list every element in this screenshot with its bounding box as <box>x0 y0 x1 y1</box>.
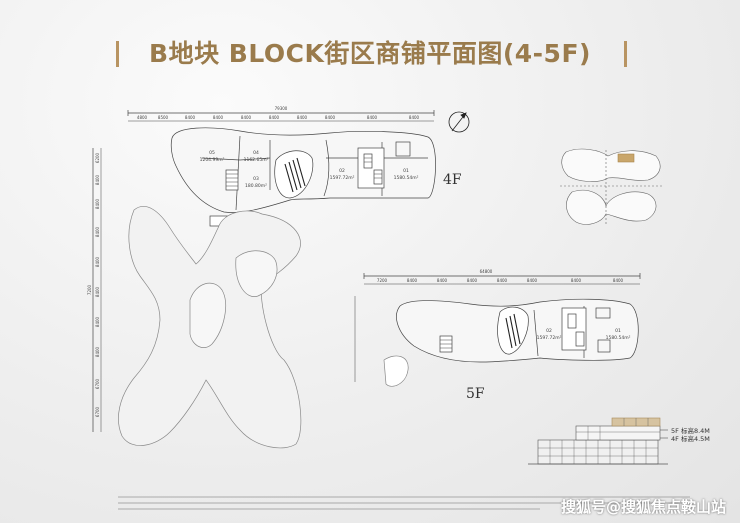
unit-4f-04-area: 1162.65m² <box>244 157 269 163</box>
plan-5f <box>354 273 641 387</box>
core-block-5f <box>561 307 587 351</box>
svg-text:8400: 8400 <box>297 115 308 120</box>
title-left-deco <box>116 41 119 67</box>
floor-label-4f: 4F <box>443 172 462 188</box>
svg-text:8400: 8400 <box>241 115 252 120</box>
escalator-5f <box>505 313 521 349</box>
watermark-text: 搜狐号@搜狐焦点鞍山站 <box>560 498 726 516</box>
unit-4f-04-id: 04 <box>253 150 259 156</box>
svg-text:8400: 8400 <box>213 115 224 120</box>
svg-text:79300: 79300 <box>275 106 288 111</box>
escalator-4f <box>284 157 306 193</box>
svg-text:8400: 8400 <box>95 226 100 237</box>
svg-text:4800: 4800 <box>137 115 148 120</box>
unit-5f-02-id: 02 <box>546 328 552 334</box>
svg-text:7200: 7200 <box>87 284 92 295</box>
elevation-drawing <box>528 417 668 465</box>
svg-text:8400: 8400 <box>269 115 280 120</box>
dims-top-4f: 79300 4800 8500 8400 8400 8400 8400 8400… <box>137 106 420 120</box>
title-right-deco <box>624 41 627 67</box>
unit-labels-5f: 02 1597.72m² 01 1580.54m² <box>537 328 631 341</box>
unit-4f-01-area: 1580.54m² <box>394 175 419 181</box>
svg-text:8400: 8400 <box>95 198 100 209</box>
plan-4f <box>92 110 436 449</box>
elevation-label-5f: 5F 标高8.4M <box>671 427 710 435</box>
svg-text:7200: 7200 <box>377 278 388 283</box>
floor-label-5f: 5F <box>466 386 485 402</box>
north-arrow-icon <box>448 111 470 133</box>
unit-4f-01-id: 01 <box>403 168 409 174</box>
unit-5f-01-id: 01 <box>615 328 621 334</box>
unit-5f-02-area: 1597.72m² <box>537 335 562 341</box>
unit-4f-02-area: 1597.72m² <box>330 175 355 181</box>
svg-text:8400: 8400 <box>407 278 418 283</box>
svg-text:8400: 8400 <box>367 115 378 120</box>
svg-text:8400: 8400 <box>467 278 478 283</box>
svg-text:8400: 8400 <box>95 256 100 267</box>
svg-text:8400: 8400 <box>95 346 100 357</box>
title-bar: B地块 BLOCK街区商铺平面图(4-5F) <box>0 34 740 74</box>
page-title: B地块 BLOCK街区商铺平面图(4-5F) <box>149 39 591 68</box>
svg-text:8400: 8400 <box>325 115 336 120</box>
unit-4f-05-area: 1204.99m² <box>200 157 225 163</box>
svg-text:8400: 8400 <box>95 174 100 185</box>
unit-4f-03-id: 03 <box>253 176 259 182</box>
stair-core <box>225 169 239 191</box>
svg-text:8400: 8400 <box>497 278 508 283</box>
svg-text:8400: 8400 <box>95 316 100 327</box>
svg-text:6200: 6200 <box>95 152 100 163</box>
key-plan <box>560 148 664 226</box>
unit-4f-02-id: 02 <box>339 168 345 174</box>
svg-text:8400: 8400 <box>527 278 538 283</box>
unit-labels-4f: 05 1204.99m² 04 1162.65m² 03 180.80m² 02… <box>200 150 419 189</box>
elevation-label-4f: 4F 标高4.5M <box>671 435 710 443</box>
dims-left: 7200 6200 8400 8400 8400 8400 8400 8400 … <box>87 152 100 417</box>
svg-text:6700: 6700 <box>95 378 100 389</box>
svg-text:8400: 8400 <box>409 115 420 120</box>
svg-text:8400: 8400 <box>95 286 100 297</box>
svg-text:64800: 64800 <box>480 269 493 274</box>
dims-top-5f: 64800 7200 8400 8400 8400 8400 8400 8400… <box>377 269 624 283</box>
disclaimer-text <box>118 496 690 510</box>
svg-text:8400: 8400 <box>437 278 448 283</box>
svg-text:8400: 8400 <box>185 115 196 120</box>
svg-text:8400: 8400 <box>571 278 582 283</box>
unit-4f-05-id: 05 <box>209 150 215 156</box>
svg-text:8400: 8400 <box>613 278 624 283</box>
svg-text:6700: 6700 <box>95 406 100 417</box>
unit-4f-03-area: 180.80m² <box>245 183 267 189</box>
svg-text:8500: 8500 <box>158 115 169 120</box>
unit-5f-01-area: 1580.54m² <box>606 335 631 341</box>
